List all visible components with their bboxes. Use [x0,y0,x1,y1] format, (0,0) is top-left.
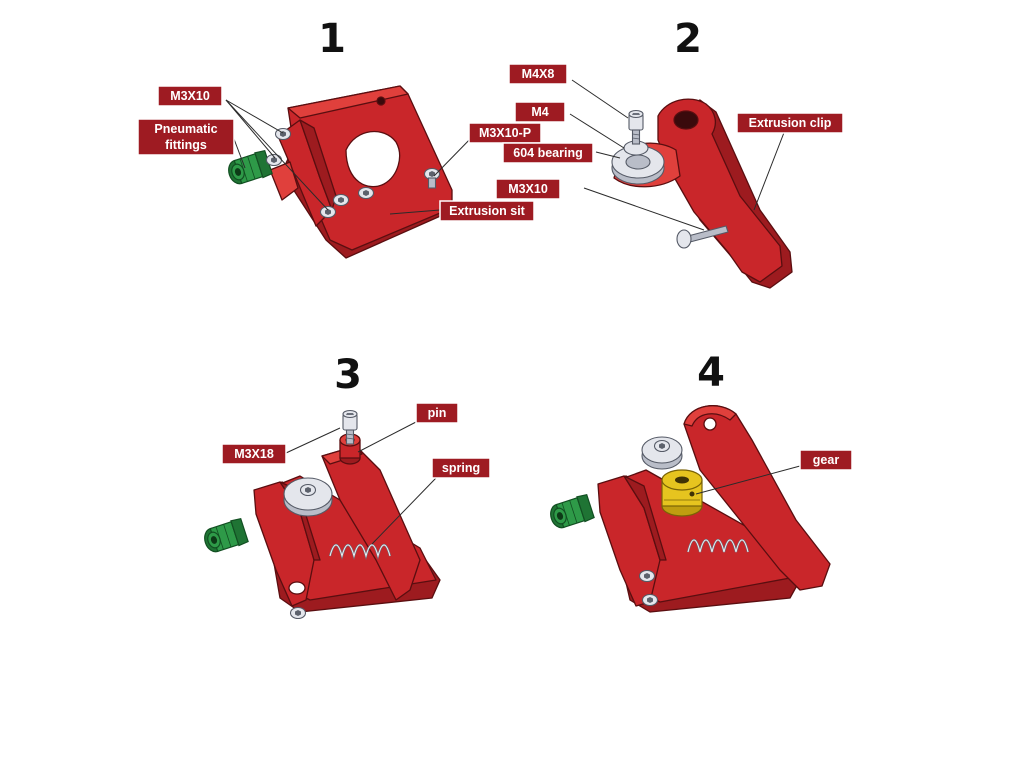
step-number: 2 [674,16,702,62]
step-1-leaders [225,99,476,215]
step-number: 3 [334,352,362,398]
step-3: 3 [200,352,491,620]
label-m4x8: M4X8 [508,63,568,85]
label-m3x10: M3X10 [157,85,223,107]
spring-step4 [686,538,750,553]
svg-text:Extrusion sit: Extrusion sit [449,204,526,218]
svg-text:M3X10: M3X10 [170,89,210,103]
step-4-leaders [695,465,801,495]
svg-text:gear: gear [813,453,840,467]
green-fitting-step4 [546,493,596,532]
svg-text:pin: pin [428,406,447,420]
label-m4: M4 [514,101,566,123]
step-4: 4 [546,350,853,613]
svg-text:M3X18: M3X18 [234,447,274,461]
m4x8-screw [628,109,644,145]
label-m3x10-clip: M3X10 [495,178,561,200]
svg-text:Extrusion clip: Extrusion clip [749,116,832,130]
svg-text:M4X8: M4X8 [522,67,555,81]
bearing-step3 [283,477,333,517]
step-number: 1 [318,16,346,62]
label-604-bearing: 604 bearing [502,142,594,164]
svg-text:604 bearing: 604 bearing [513,146,582,160]
m3x10-screw-horizontal [676,225,729,249]
svg-text:spring: spring [442,461,480,475]
spring-part [328,543,392,561]
svg-text:M3X10-P: M3X10-P [479,126,531,140]
step-2: 2 M4X8 [495,16,844,289]
bearing-step4 [641,436,683,470]
step-2-leaders [569,79,786,231]
bearing-604 [611,145,665,185]
svg-text:fittings: fittings [165,138,207,152]
step-1: 1 [137,16,542,259]
step-3-leaders [285,421,437,545]
label-m3x18: M3X18 [221,443,287,465]
label-extrusion-clip: Extrusion clip [736,112,844,134]
svg-text:Pneumatic: Pneumatic [154,122,217,136]
green-fitting-step3 [200,517,250,556]
svg-text:M4: M4 [531,105,548,119]
label-gear: gear [799,449,853,471]
step-number: 4 [697,350,725,396]
label-spring: spring [431,457,491,479]
label-pneumatic-fittings: Pneumatic fittings [137,118,235,156]
m3x10p-screw [423,167,441,189]
label-pin: pin [415,402,459,424]
label-m3x10-p: M3X10-P [468,122,542,144]
svg-text:M3X10: M3X10 [508,182,548,196]
gear-part [661,469,703,517]
extruder-assembly-step3 [253,445,441,613]
extruder-assembly-step4 [597,405,831,613]
label-extrusion-sit: Extrusion sit [439,200,535,222]
